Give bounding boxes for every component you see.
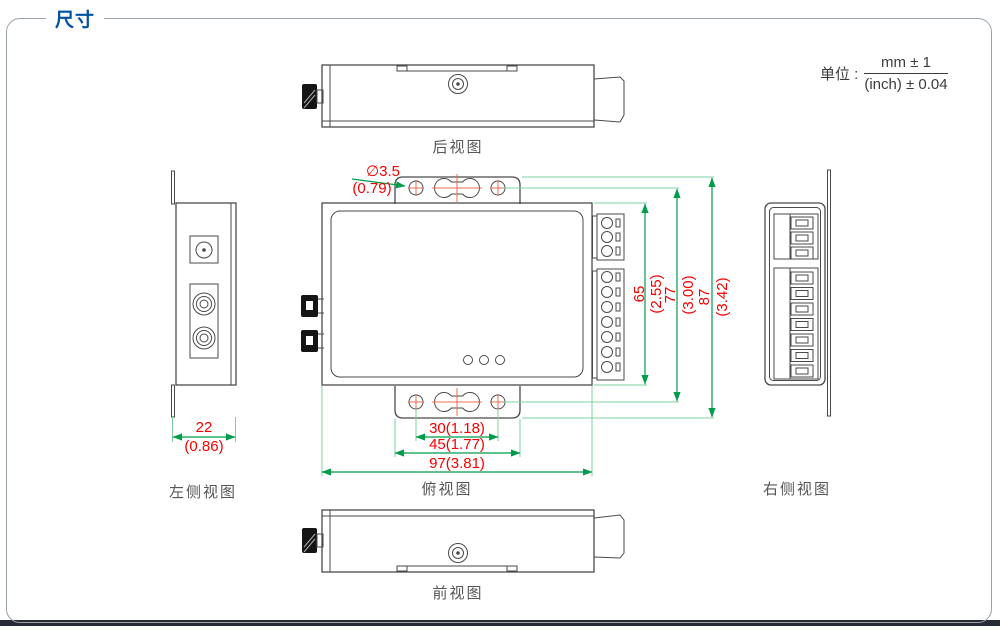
- mounting-flange-bottom: [394, 386, 521, 419]
- terminal-block-7p: [773, 267, 819, 380]
- mounting-slot: [434, 178, 480, 198]
- led-indicator: [463, 355, 473, 365]
- dimension-text: ∅3.5 (0.79) 22 (0.86) 30(1.18) 45(1.77) …: [184, 163, 731, 472]
- side-connector: [593, 514, 625, 559]
- unit-note: 单位 : mm ± 1 (inch) ± 0.04: [820, 54, 948, 93]
- label-top-view: 俯视图: [421, 481, 472, 498]
- dimension-lines: [172, 176, 716, 476]
- mounting-flange-edge: [827, 169, 831, 417]
- unit-inch: (inch) ± 0.04: [864, 76, 948, 93]
- dim-body-height-inch: (2.55): [648, 274, 665, 313]
- dim-flange-span: 45(1.77): [429, 436, 485, 453]
- power-jack: [189, 235, 219, 264]
- screw-icon: [448, 543, 468, 563]
- hole-crosshairs: [408, 174, 506, 416]
- dim-overall-width: 97(3.81): [429, 455, 485, 472]
- screw-icon: [448, 74, 468, 94]
- dim-overall-height-inch: (3.42): [714, 277, 731, 316]
- unit-mm: mm ± 1: [864, 54, 948, 74]
- unit-label: 单位 :: [820, 66, 859, 83]
- dim-hole-dia-mm: ∅3.5: [366, 163, 400, 180]
- terminal-block-3p: [596, 213, 625, 261]
- dim-body-height-mm: 65: [631, 286, 648, 303]
- dim-depth-mm: 22: [196, 419, 213, 436]
- front-view-drawing: [302, 509, 625, 573]
- label-front-view: 前视图: [432, 585, 483, 602]
- left-view-drawing: [171, 170, 237, 418]
- dim-depth-inch: (0.86): [184, 438, 223, 455]
- section-title: 尺寸: [46, 5, 105, 32]
- dim-hole-dia-inch: (0.79): [352, 180, 391, 197]
- dim-hole-height-inch: (3.00): [680, 275, 697, 314]
- rear-view-drawing: [302, 64, 625, 128]
- side-connector: [593, 76, 625, 123]
- dim-hole-span: 30(1.18): [429, 420, 485, 437]
- fiber-port-block: [189, 283, 219, 359]
- dim-overall-height-mm: 87: [696, 289, 713, 306]
- mounting-flange-edge: [171, 170, 175, 205]
- mounting-flange-edge: [171, 384, 175, 418]
- label-left-view: 左侧视图: [169, 484, 237, 501]
- label-rear-view: 后视图: [432, 139, 483, 156]
- right-view-drawing: [764, 169, 831, 417]
- panel-border: [6, 18, 992, 623]
- mounting-slot: [434, 392, 480, 412]
- hole-dia-leader: [351, 178, 406, 189]
- terminal-block-7p: [596, 268, 625, 381]
- view-labels: 后视图 左侧视图 俯视图 右侧视图 前视图: [169, 139, 831, 602]
- dim-hole-height-mm: 77: [662, 287, 679, 304]
- top-view-drawing: [301, 174, 625, 419]
- unit-fraction: mm ± 1 (inch) ± 0.04: [864, 54, 948, 93]
- led-indicator: [479, 355, 489, 365]
- label-right-view: 右侧视图: [763, 481, 831, 498]
- led-indicator: [495, 355, 505, 365]
- section-divider-bar: [0, 620, 1000, 626]
